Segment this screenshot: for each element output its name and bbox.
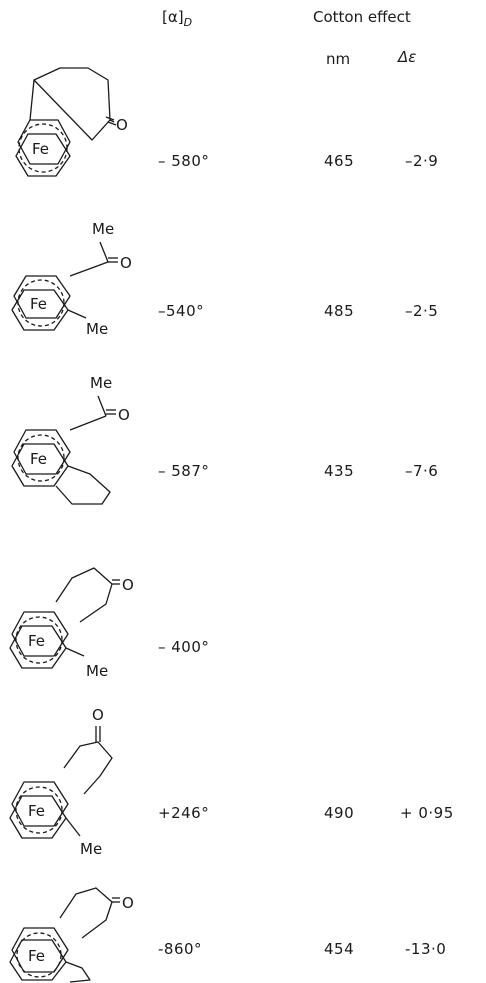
row-3-nm: 435 xyxy=(324,462,355,480)
structure-3: Me O Fe xyxy=(11,374,130,505)
svg-text:Fe: Fe xyxy=(32,140,49,158)
svg-text:Me: Me xyxy=(80,840,102,858)
svg-text:Fe: Fe xyxy=(28,802,45,820)
structure-2: Me O Fe Me xyxy=(11,220,132,338)
structure-5: O Fe Me xyxy=(9,706,113,858)
row-6-delta: -13·0 xyxy=(405,940,447,958)
row-1-rotation: – 580° xyxy=(158,152,210,170)
row-1-delta: –2·9 xyxy=(405,152,439,170)
structure-1: O Fe xyxy=(15,67,128,177)
row-2-rotation: –540° xyxy=(158,302,205,320)
svg-text:Me: Me xyxy=(86,662,108,680)
svg-text:Fe: Fe xyxy=(28,632,45,650)
svg-text:Me: Me xyxy=(92,220,114,238)
cotton-effect-header: Cotton effect xyxy=(313,8,411,26)
svg-text:O: O xyxy=(122,576,134,594)
nm-header: nm xyxy=(326,50,351,68)
svg-text:Fe: Fe xyxy=(28,947,45,965)
svg-text:O: O xyxy=(92,706,104,724)
row-2-nm: 485 xyxy=(324,302,355,320)
row-5-rotation: +246° xyxy=(158,804,210,822)
svg-text:O: O xyxy=(120,254,132,272)
row-5-nm: 490 xyxy=(324,804,355,822)
row-6-nm: 454 xyxy=(324,940,355,958)
row-6-rotation: -860° xyxy=(158,940,203,958)
row-3-delta: –7·6 xyxy=(405,462,439,480)
row-1-nm: 465 xyxy=(324,152,355,170)
row-4-rotation: – 400° xyxy=(158,638,210,656)
svg-text:O: O xyxy=(116,116,128,134)
svg-text:Fe: Fe xyxy=(30,295,47,313)
row-3-rotation: – 587° xyxy=(158,462,210,480)
svg-text:Fe: Fe xyxy=(30,450,47,468)
svg-text:Me: Me xyxy=(90,374,112,392)
row-5-delta: + 0·95 xyxy=(400,804,454,822)
svg-text:Me: Me xyxy=(86,320,108,338)
delta-epsilon-header: Δε xyxy=(398,48,417,66)
row-2-delta: –2·5 xyxy=(405,302,439,320)
svg-text:O: O xyxy=(118,406,130,424)
structure-4: O Fe Me xyxy=(9,567,134,680)
rotation-header: [α]D xyxy=(162,8,193,29)
svg-text:O: O xyxy=(122,894,134,912)
structure-6: O Fe xyxy=(9,887,134,983)
